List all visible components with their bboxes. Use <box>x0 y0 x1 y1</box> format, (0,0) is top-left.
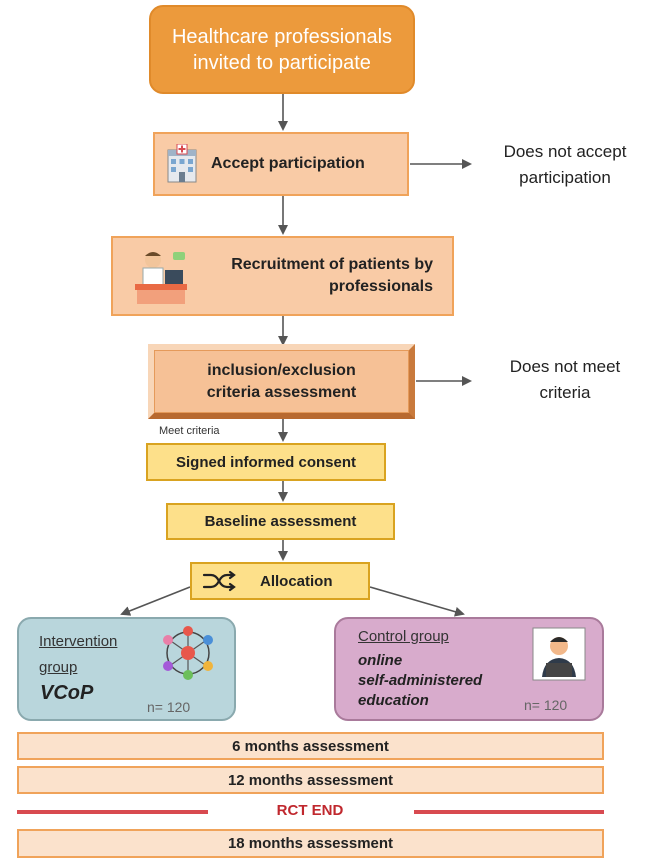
six-months-text: 6 months assessment <box>232 737 389 755</box>
control-group-box: Control group online self-administered e… <box>334 617 604 721</box>
control-description: online self-administered education <box>358 652 483 709</box>
intervention-group-box: Intervention group VCoP n= 120 <box>17 617 236 721</box>
criteria-box: inclusion/exclusion criteria assessment <box>148 344 415 419</box>
baseline-text: Baseline assessment <box>204 513 357 530</box>
six-months-assessment-box: 6 months assessment <box>17 732 604 760</box>
consent-box: Signed informed consent <box>146 443 386 481</box>
intervention-name: VCoP <box>40 682 94 704</box>
start-text: Healthcare professionals invited to part… <box>171 25 393 74</box>
recruitment-box: Recruitment of patients by professionals <box>111 236 454 316</box>
eighteen-months-assessment-box: 18 months assessment <box>17 829 604 858</box>
doctor-at-desk-icon <box>135 252 187 304</box>
control-n: n= 120 <box>524 697 568 713</box>
no-accept-text: Does not accept participation <box>503 142 627 187</box>
twelve-months-assessment-box: 12 months assessment <box>17 766 604 794</box>
accept-box: Accept participation <box>153 132 409 196</box>
allocation-box: Allocation <box>190 562 370 600</box>
community-network-icon <box>163 626 213 680</box>
intervention-n: n= 120 <box>147 699 191 715</box>
no-criteria-text: Does not meet criteria <box>509 357 621 402</box>
meet-criteria-label: Meet criteria <box>159 425 220 437</box>
person-at-laptop-icon <box>532 627 586 681</box>
shuffle-icon <box>202 570 236 592</box>
recruitment-text: Recruitment of patients by professionals <box>231 256 433 295</box>
eighteen-months-text: 18 months assessment <box>227 835 394 852</box>
start-box: Healthcare professionals invited to part… <box>149 5 415 94</box>
baseline-box: Baseline assessment <box>166 503 395 540</box>
intervention-title: Intervention group <box>39 633 118 676</box>
consent-text: Signed informed consent <box>175 453 356 471</box>
hospital-icon <box>167 144 197 183</box>
accept-text: Accept participation <box>211 155 365 172</box>
rct-end-label: RCT END <box>276 802 344 819</box>
allocation-text: Allocation <box>260 572 333 590</box>
twelve-months-text: 12 months assessment <box>227 771 394 789</box>
criteria-text: inclusion/exclusion criteria assessment <box>206 361 357 401</box>
control-title: Control group <box>358 628 449 645</box>
